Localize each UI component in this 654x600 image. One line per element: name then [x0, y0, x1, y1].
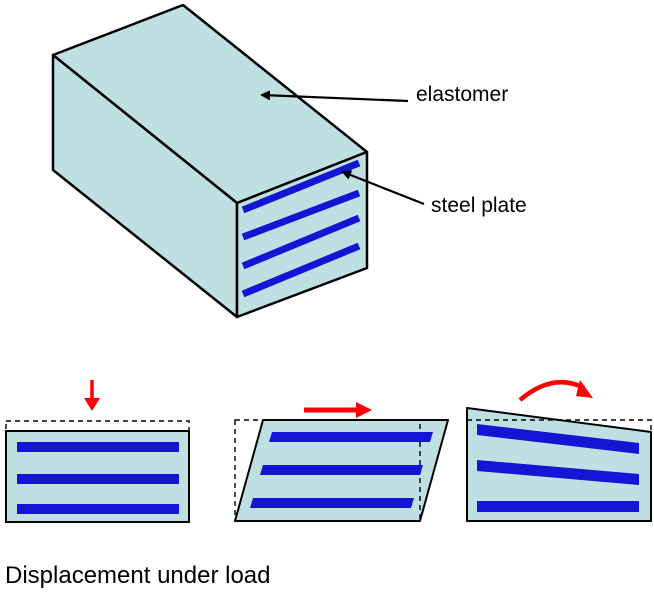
steel-plate [477, 460, 639, 485]
steel-plate [17, 504, 179, 514]
steel-plates [477, 424, 639, 512]
label-steel-plate: steel plate [431, 194, 527, 217]
steel-plate [477, 424, 639, 454]
bearing-block-3d [51, 3, 369, 319]
callout-elastomer: elastomer [260, 83, 508, 106]
block-front-face [235, 150, 369, 319]
steel-plate-line [241, 214, 361, 270]
steel-plate [269, 432, 433, 442]
original-outline [466, 419, 652, 522]
steel-plate [477, 501, 639, 512]
steel-plate [260, 465, 423, 475]
panel-shear [234, 402, 449, 522]
caption: Displacement under load [5, 562, 271, 589]
callout-line-elastomer [260, 90, 409, 103]
callout-steel-plate: steel plate [341, 170, 527, 217]
curved-arrow-icon [518, 379, 593, 402]
panel-compression [5, 380, 190, 523]
steel-plates-3d [241, 159, 361, 298]
steel-plate-line [241, 189, 361, 241]
steel-plate-line [241, 242, 361, 298]
steel-plates [17, 442, 179, 514]
steel-plate [17, 442, 179, 452]
callout-line-steel-plate [341, 170, 425, 206]
panel-rotation [466, 379, 652, 522]
steel-plate [17, 474, 179, 484]
down-arrow-icon [84, 380, 100, 411]
label-elastomer: elastomer [416, 83, 508, 106]
steel-plates [250, 432, 433, 508]
steel-plate [250, 498, 414, 508]
right-arrow-icon [304, 402, 372, 418]
steel-plate-line [241, 159, 361, 214]
